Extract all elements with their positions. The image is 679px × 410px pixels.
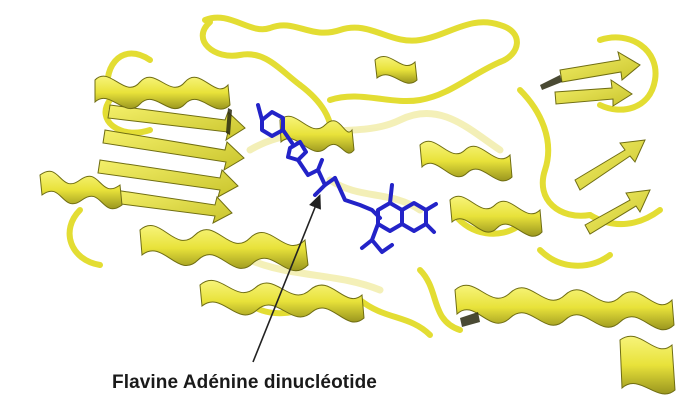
annotation-arrow	[252, 194, 321, 363]
ligand-caption: Flavine Adénine dinucléotide	[112, 372, 377, 393]
beta-sheet-right	[554, 50, 651, 235]
fad-ligand	[256, 103, 438, 254]
alpha-helices	[39, 56, 676, 395]
beta-sheet-left	[97, 104, 246, 224]
ribbon-shadows	[226, 75, 562, 327]
